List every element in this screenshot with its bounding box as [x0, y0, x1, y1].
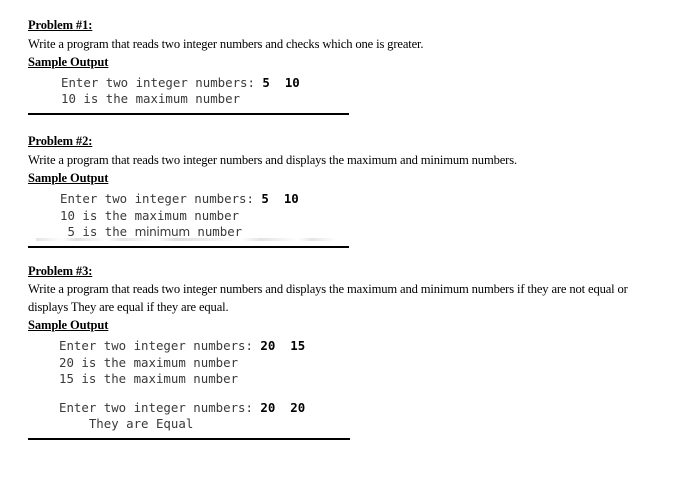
- console-line: 20 is the maximum number: [59, 355, 350, 372]
- problem-heading-1: Problem #1:: [28, 18, 93, 32]
- problem-description-2: Write a program that reads two integer n…: [28, 152, 517, 167]
- console-line: They are Equal: [59, 416, 350, 433]
- console-value: 15: [290, 337, 306, 353]
- sample-output-label-2: Sample Output: [28, 170, 109, 185]
- console-value: 20: [260, 337, 276, 353]
- console-emphasis: minimum: [134, 225, 191, 240]
- console-line: 15 is the maximum number: [59, 371, 350, 388]
- console-text: Enter two integer numbers:: [59, 337, 261, 353]
- console-text: [270, 75, 285, 90]
- section-spacer-2: [0, 248, 691, 264]
- console-text: [275, 400, 290, 415]
- console-line: 10 is the maximum number: [60, 208, 349, 225]
- console-value: 5: [262, 74, 270, 90]
- problem-section-1: Problem #1: Write a program that reads t…: [0, 18, 691, 116]
- section-spacer-1: [0, 115, 691, 134]
- console-value: 10: [283, 190, 299, 206]
- console-text: [275, 338, 290, 353]
- problem-section-2: Problem #2: Write a program that reads t…: [0, 134, 691, 248]
- problem-description-3: Write a program that reads two integer n…: [28, 282, 628, 314]
- problem-description-1: Write a program that reads two integer n…: [28, 36, 424, 51]
- console-line: Enter two integer numbers: 20 20: [59, 400, 350, 417]
- problem-heading-2: Problem #2:: [28, 134, 93, 149]
- console-line: 10 is the maximum number: [61, 91, 349, 108]
- console-text: 5 is the: [60, 224, 135, 240]
- console-line: 5 is the minimum number: [60, 224, 349, 241]
- console-value: 10: [284, 74, 300, 90]
- problem-section-3: Problem #3: Write a program that reads t…: [0, 264, 691, 440]
- console-text: 20 is the maximum number: [59, 354, 239, 370]
- console-line: Enter two integer numbers: 5 10: [61, 75, 349, 92]
- console-line: [59, 388, 350, 400]
- console-value: 20: [260, 399, 276, 415]
- console-text: They are Equal: [59, 416, 194, 432]
- console-text: [269, 191, 284, 206]
- problem-heading-3: Problem #3:: [28, 263, 93, 278]
- console-text: 10 is the maximum number: [60, 207, 240, 223]
- sample-output-label-1: Sample Output: [28, 54, 109, 69]
- console-text: Enter two integer numbers:: [61, 74, 263, 90]
- console-value: 20: [290, 399, 306, 415]
- sample-output-label-3: Sample Output: [28, 317, 109, 332]
- console-text: 15 is the maximum number: [59, 371, 239, 387]
- console-value: 5: [261, 190, 269, 206]
- console-text: 10 is the maximum number: [61, 91, 241, 107]
- console-text: Enter two integer numbers:: [59, 399, 261, 415]
- console-line: Enter two integer numbers: 20 15: [59, 338, 350, 355]
- console-text: Enter two integer numbers:: [60, 190, 262, 206]
- console-line: Enter two integer numbers: 5 10: [60, 191, 349, 208]
- console-text: number: [189, 224, 243, 240]
